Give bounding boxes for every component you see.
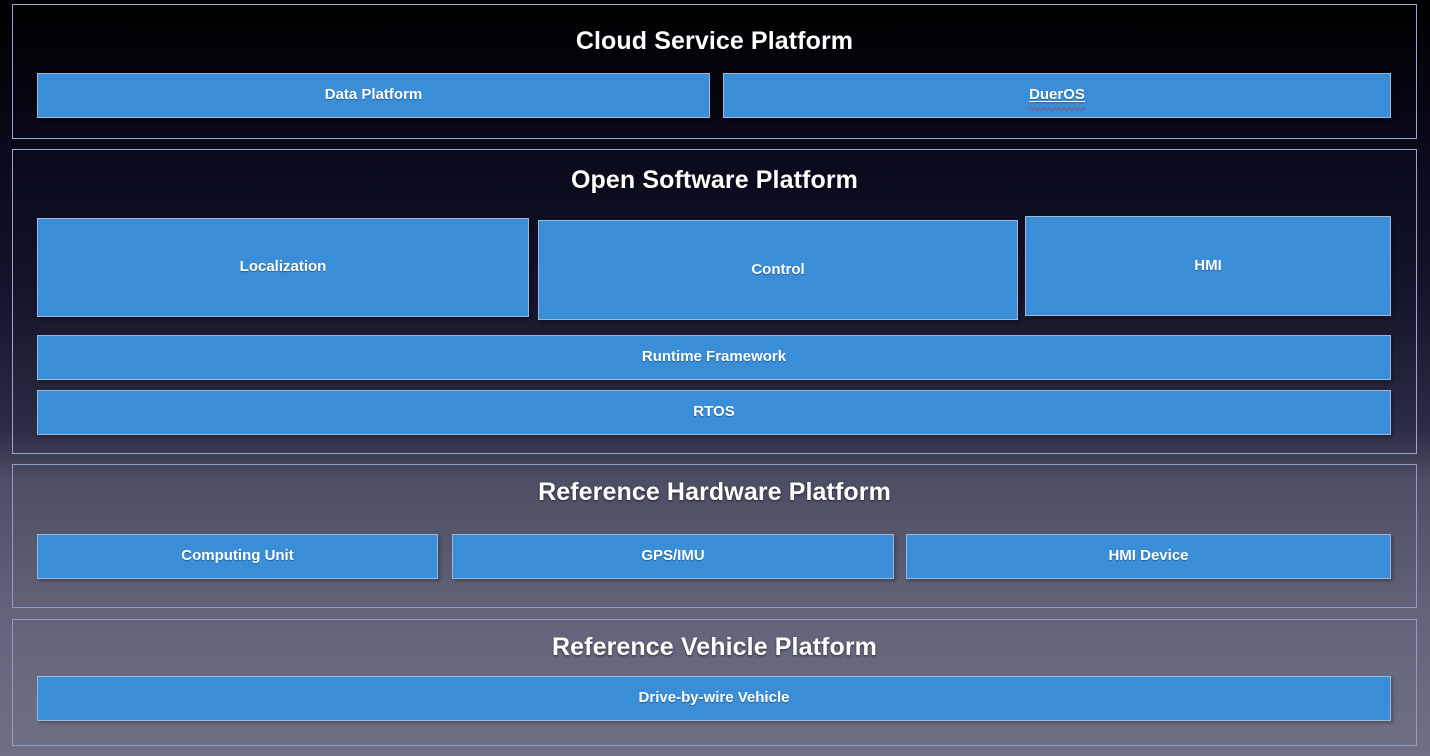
box-label-data-platform: Data Platform [324,86,423,104]
box-hmi[interactable]: HMI [1025,216,1391,316]
box-gps-imu[interactable]: GPS/IMU [452,534,894,579]
box-label-control: Control [751,260,805,278]
box-computing-unit[interactable]: Computing Unit [37,534,438,579]
layer-panel-open-software-platform: Open Software Platform Localization Cont… [12,149,1417,454]
box-data-platform[interactable]: Data Platform [37,73,710,118]
box-label-drive-by-wire-vehicle: Drive-by-wire Vehicle [638,689,790,707]
box-runtime-framework[interactable]: Runtime Framework [37,335,1391,380]
box-label-localization: Localization [239,258,327,276]
box-hmi-device[interactable]: HMI Device [906,534,1391,579]
layer-title-reference-hardware-platform: Reference Hardware Platform [538,478,891,506]
box-dueros[interactable]: DuerOS [723,73,1391,118]
box-label-hmi: HMI [1194,256,1222,274]
layer-title-reference-vehicle-platform: Reference Vehicle Platform [552,633,877,661]
layer-panel-reference-hardware-platform: Reference Hardware Platform Computing Un… [12,464,1417,608]
box-label-runtime-framework: Runtime Framework [641,348,787,366]
box-drive-by-wire-vehicle[interactable]: Drive-by-wire Vehicle [37,676,1391,721]
layer-title-open-software-platform: Open Software Platform [571,166,858,194]
box-label-gps-imu: GPS/IMU [641,547,705,565]
layer-panel-cloud-service-platform: Cloud Service Platform Data Platform Due… [12,4,1417,139]
box-label-dueros: DuerOS [1028,86,1086,111]
box-localization[interactable]: Localization [37,218,529,317]
box-rtos[interactable]: RTOS [37,390,1391,435]
box-control[interactable]: Control [538,220,1018,320]
layer-panel-reference-vehicle-platform: Reference Vehicle Platform Drive-by-wire… [12,619,1417,746]
layer-title-cloud-service-platform: Cloud Service Platform [575,27,854,55]
box-label-hmi-device: HMI Device [1108,547,1189,565]
box-label-computing-unit: Computing Unit [181,547,294,565]
box-label-rtos: RTOS [693,403,735,421]
